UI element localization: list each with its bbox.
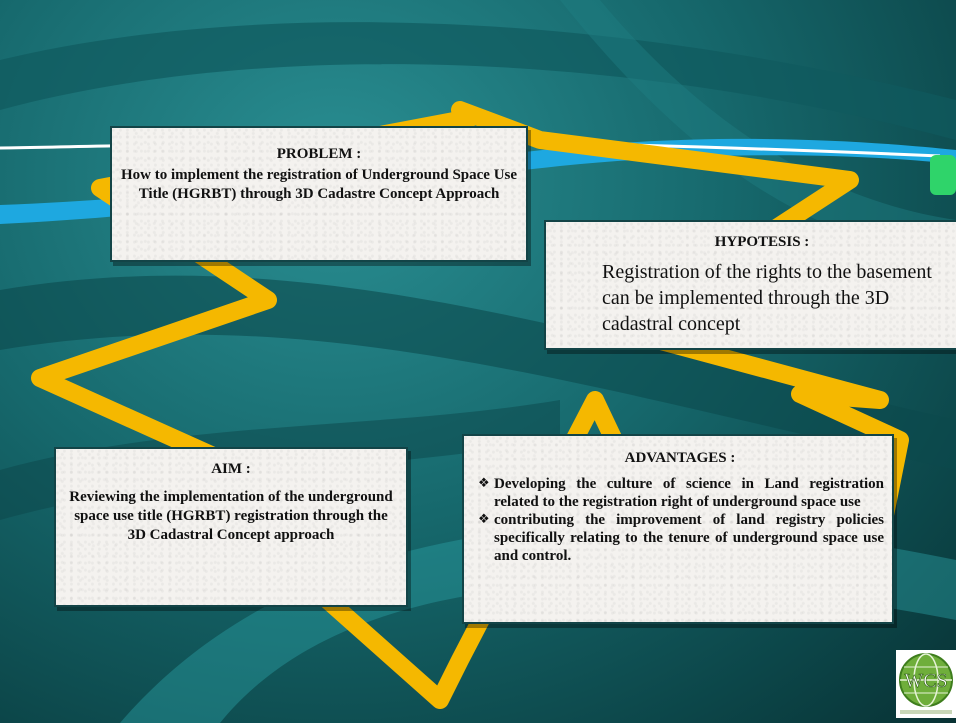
advantages-heading: ADVANTAGES : bbox=[624, 450, 736, 466]
hypothesis-box: HYPOTESIS : Registration of the rights t… bbox=[544, 220, 956, 350]
advantage-text: Developing the culture of science in Lan… bbox=[494, 476, 884, 510]
swirl-band bbox=[0, 275, 956, 470]
advantages-box: ADVANTAGES : ❖ Developing the culture of … bbox=[462, 434, 894, 624]
aim-heading: AIM : bbox=[211, 461, 251, 477]
problem-heading: PROBLEM : bbox=[276, 146, 362, 162]
swirl-band bbox=[560, 0, 956, 260]
advantages-list: ❖ Developing the culture of science in La… bbox=[476, 475, 884, 565]
aim-text: Reviewing the implementation of the unde… bbox=[69, 489, 393, 543]
logo-text: WCS bbox=[904, 670, 947, 692]
diamond-bullet-icon: ❖ bbox=[478, 476, 490, 491]
aim-box: AIM : Reviewing the implementation of th… bbox=[54, 447, 408, 607]
advantage-item: ❖ contributing the improvement of land r… bbox=[476, 511, 884, 565]
advantage-item: ❖ Developing the culture of science in La… bbox=[476, 475, 884, 511]
swirl-band bbox=[0, 22, 956, 140]
problem-text: How to implement the registration of Und… bbox=[120, 167, 518, 202]
hypothesis-heading: HYPOTESIS : bbox=[714, 234, 810, 250]
green-accent bbox=[930, 155, 956, 195]
problem-box: PROBLEM : How to implement the registrat… bbox=[110, 126, 528, 262]
diamond-bullet-icon: ❖ bbox=[478, 512, 490, 527]
white-line bbox=[0, 140, 941, 158]
wcs-globe-logo-icon: WCS bbox=[896, 650, 956, 718]
hypothesis-text: Registration of the rights to the baseme… bbox=[602, 261, 932, 335]
advantage-text: contributing the improvement of land reg… bbox=[494, 512, 884, 564]
